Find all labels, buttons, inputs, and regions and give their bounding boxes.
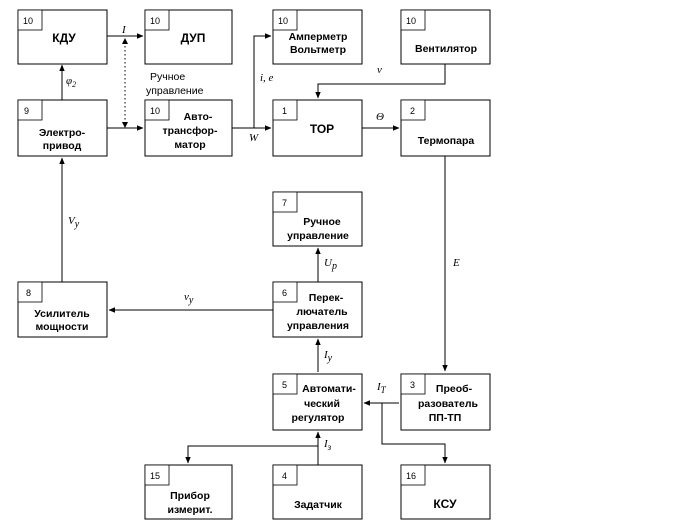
block-label: Ручное — [303, 216, 341, 228]
block-num: 10 — [150, 106, 160, 116]
block-num: 2 — [410, 106, 415, 116]
block-drive: 9 Электро- привод — [17, 99, 108, 157]
block-switch: 6 Перек- лючатель управления — [272, 281, 363, 338]
block-fan: 10 Вентилятор — [400, 9, 491, 65]
manual-note-line1: Ручное — [150, 71, 185, 83]
block-ksu: 16 КСУ — [400, 464, 491, 520]
block-label: управления — [287, 320, 349, 332]
block-dup: 10 ДУП — [144, 9, 233, 65]
block-label: Перек- — [309, 292, 344, 304]
arrow-manual-bottom — [122, 122, 128, 128]
block-label: Усилитель — [34, 308, 90, 320]
block-label: мощности — [36, 321, 89, 333]
block-label: разователь — [418, 398, 479, 410]
block-setter: 4 Задатчик — [272, 464, 363, 520]
signal-i-e: i, e — [260, 72, 274, 84]
block-converter: 3 Преоб- разователь ПП-ТП — [400, 373, 491, 431]
block-num: 6 — [282, 288, 287, 298]
block-manual: 7 Ручное управление — [272, 191, 363, 247]
block-autotrans: 10 Авто- трансфор- матор — [144, 99, 233, 157]
block-num: 16 — [406, 471, 416, 481]
block-num: 7 — [282, 198, 287, 208]
block-label: измерит. — [167, 504, 212, 516]
block-num: 10 — [150, 16, 160, 26]
block-thermo: 2 Термопара — [400, 99, 491, 157]
block-label: лючатель — [296, 306, 348, 318]
block-label: управление — [287, 230, 349, 242]
block-kdu: 10 КДУ — [17, 9, 108, 65]
manual-note-line2: управление — [146, 85, 204, 97]
signal-vy-lower: vy — [184, 291, 194, 306]
block-label: Термопара — [418, 135, 475, 147]
block-label: Автомати- — [302, 383, 356, 395]
block-label: привод — [43, 140, 82, 152]
signal-w: W — [249, 132, 259, 144]
block-num: 4 — [282, 471, 287, 481]
block-num: 8 — [26, 288, 31, 298]
block-num: 15 — [150, 471, 160, 481]
signal-i: I — [121, 24, 127, 36]
signal-theta: Θ — [376, 111, 384, 123]
block-label: КСУ — [433, 497, 457, 511]
block-label: Преоб- — [436, 383, 473, 395]
block-label: трансфор- — [163, 125, 218, 137]
block-num: 3 — [410, 380, 415, 390]
block-num: 10 — [278, 16, 288, 26]
block-label: матор — [174, 139, 205, 151]
block-label: Амперметр — [289, 31, 348, 43]
block-label: регулятор — [292, 412, 345, 424]
block-num: 10 — [23, 16, 33, 26]
block-meter: 15 Прибор измерит. — [144, 464, 233, 520]
block-label: ТОР — [310, 122, 334, 136]
signal-v: v — [377, 64, 382, 76]
block-num: 10 — [406, 16, 416, 26]
signal-iz: Iз — [323, 438, 332, 452]
block-label: Задатчик — [294, 499, 343, 511]
signal-it: IT — [376, 381, 387, 395]
block-ammeter: 10 Амперметр Вольтметр — [272, 9, 363, 65]
link-it-ksu — [381, 403, 448, 464]
signal-iy: Iy — [323, 349, 333, 364]
signal-phi: φ2 — [66, 75, 76, 89]
block-label: ческий — [304, 398, 340, 410]
block-amp: 8 Усилитель мощности — [17, 281, 108, 338]
block-label: КДУ — [52, 31, 76, 45]
block-regulator: 5 Автомати- ческий регулятор — [272, 373, 363, 431]
arrow-manual-top — [122, 38, 128, 44]
link-autotrans-ammeter — [253, 33, 272, 128]
link-setter-meter — [185, 445, 318, 464]
block-num: 1 — [282, 106, 287, 116]
signal-up: Up — [324, 257, 337, 272]
link-fan-tor — [315, 64, 446, 99]
block-label: Авто- — [184, 111, 213, 123]
signal-e: E — [452, 257, 460, 269]
block-num: 9 — [24, 106, 29, 116]
block-num: 5 — [282, 380, 287, 390]
block-label: ДУП — [181, 31, 206, 45]
block-label: Прибор — [170, 490, 210, 502]
block-label: ПП-ТП — [429, 412, 462, 424]
block-tor: 1 ТОР — [272, 99, 363, 157]
block-label: Электро- — [39, 127, 86, 139]
block-label: Вентилятор — [415, 43, 477, 55]
block-label: Вольтметр — [290, 44, 346, 56]
signal-vy-upper: Vy — [68, 215, 80, 230]
